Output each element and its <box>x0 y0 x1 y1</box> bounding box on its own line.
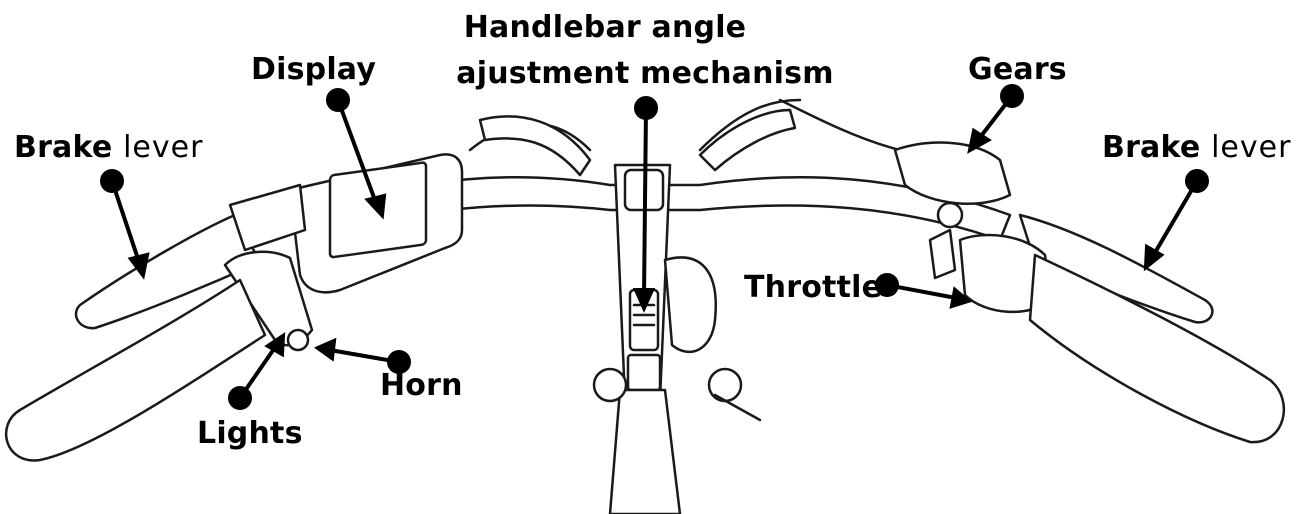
cable <box>780 100 900 150</box>
gears-pointer <box>970 86 1022 150</box>
throttle-label: Throttle <box>744 270 882 306</box>
cable-sleeve <box>480 116 590 175</box>
right-lever-word: lever <box>1211 130 1291 165</box>
handlebar-adjust-label-line2: ajustment mechanism <box>450 56 840 92</box>
display-label: Display <box>251 52 376 88</box>
left-brake-lever-label: Brake lever <box>14 130 203 166</box>
horn-label: Horn <box>380 368 463 404</box>
headtube <box>610 390 680 514</box>
right-brake-word: Brake <box>1102 130 1200 165</box>
right-brake-lever-label: Brake lever <box>1102 130 1291 166</box>
left-brake-word: Brake <box>14 130 112 165</box>
stem-label <box>628 355 660 390</box>
lights-label: Lights <box>197 416 303 452</box>
gears-label: Gears <box>968 52 1067 88</box>
throttle-pointer <box>877 275 968 306</box>
handlebar-adjust-label-line1: Handlebar angle <box>460 10 750 46</box>
right-brake-pointer <box>1146 171 1207 267</box>
left-brake-pointer <box>102 171 147 275</box>
cable-sleeve <box>700 110 795 170</box>
left-lever-word: lever <box>123 130 203 165</box>
bell-body <box>665 258 716 352</box>
